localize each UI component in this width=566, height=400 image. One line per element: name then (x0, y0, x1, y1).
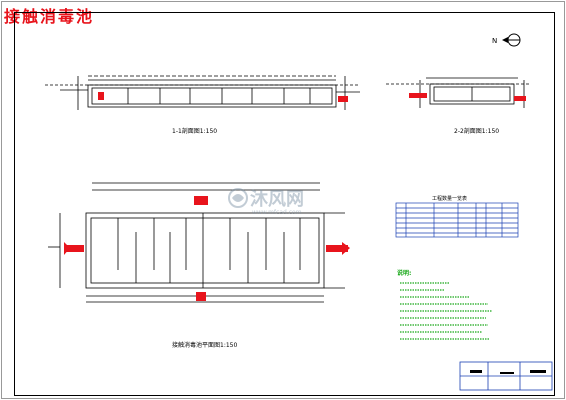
plan-bottom-pipe (196, 292, 206, 301)
inlet-pipe-1 (98, 92, 104, 100)
north-label: N (492, 37, 497, 45)
section-1-1 (45, 75, 360, 110)
plan-pipes (64, 196, 350, 301)
section-2-2 (386, 77, 530, 108)
pipe-2-right (514, 96, 526, 101)
plan-top-pipe (194, 196, 208, 205)
table-title: 工程数量一览表 (432, 195, 467, 202)
watermark-url: www.mfcad.com (252, 209, 302, 216)
sheet-title: 接触消毒池 (4, 7, 95, 26)
title-block (459, 361, 553, 391)
section-1-label: 1-1剖面图1:150 (172, 127, 217, 135)
plan-outlet-pipe (326, 245, 348, 252)
notes-heading: 说明: (397, 269, 411, 277)
section-2-label: 2-2剖面图1:150 (454, 127, 499, 135)
watermark-brand: 沐风网 (250, 188, 304, 210)
watermark-logo-icon (228, 188, 248, 208)
quantity-table (395, 202, 519, 238)
north-arrow-icon: N (492, 33, 521, 47)
plan-label: 接触消毒池平面图1:150 (172, 341, 237, 349)
pipe-2-left (409, 93, 427, 98)
outer-frame (14, 12, 555, 396)
outlet-pipe-1 (338, 96, 348, 102)
notes-lines (400, 282, 492, 340)
watermark: 沐风网 www.mfcad.com (228, 188, 304, 216)
plan-view (48, 182, 345, 303)
plan-inlet-pipe (64, 245, 84, 252)
